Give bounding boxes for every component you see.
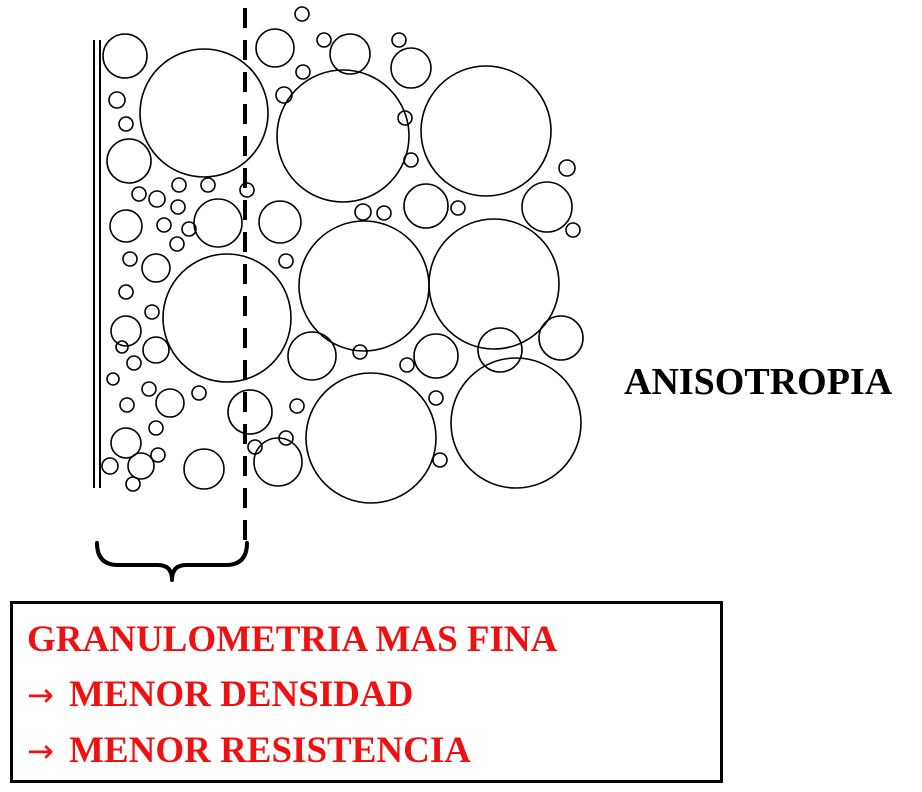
callout-text-densidad: MENOR DENSIDAD — [69, 674, 414, 715]
anisotropia-label: ANISOTROPIA — [624, 361, 893, 403]
particle-circle — [118, 284, 134, 300]
particle-circle — [193, 198, 243, 248]
particle-circle — [278, 253, 294, 269]
particle-circle — [118, 116, 134, 132]
particle-circle — [305, 372, 437, 504]
particle-circle — [253, 437, 303, 487]
particle-circle — [148, 420, 164, 436]
particle-circle — [106, 138, 152, 184]
particle-circle — [170, 199, 186, 215]
particle-circle — [139, 48, 269, 178]
particle-circle — [450, 200, 466, 216]
particle-circle — [191, 385, 207, 401]
particle-circle — [403, 152, 419, 168]
particle-circle — [352, 344, 368, 360]
wall — [93, 40, 101, 488]
particle-circle — [538, 315, 584, 361]
particle-circle — [428, 218, 560, 350]
particle-circle — [162, 253, 292, 383]
particle-circle — [106, 372, 120, 386]
callout-line-densidad: → MENOR DENSIDAD — [27, 673, 413, 716]
particle-circle — [148, 190, 166, 208]
particle-circle — [125, 476, 141, 492]
particle-circle — [477, 327, 523, 373]
particle-circle — [287, 331, 337, 381]
particle-circle — [183, 448, 225, 490]
particle-circle — [101, 457, 119, 475]
particle-circle — [141, 253, 171, 283]
particle-circle — [521, 181, 573, 233]
particle-circle — [391, 32, 407, 48]
callout-box: GRANULOMETRIA MAS FINA → MENOR DENSIDAD →… — [10, 601, 723, 783]
callout-text-resistencia: MENOR RESISTENCIA — [69, 730, 471, 771]
particle-circle — [171, 177, 187, 193]
callout-line-resistencia: → MENOR RESISTENCIA — [27, 729, 471, 772]
particle-circle — [110, 427, 142, 459]
particle-circle — [450, 357, 582, 489]
particle-circle — [298, 220, 430, 352]
particle-circle — [289, 398, 305, 414]
particle-circle — [565, 222, 581, 238]
soil-particles — [101, 6, 584, 504]
particle-circle — [144, 304, 160, 320]
particle-circle — [115, 340, 129, 354]
particle-circle — [126, 355, 142, 371]
particle-circle — [150, 447, 166, 463]
particle-circle — [376, 205, 392, 221]
particle-circle — [142, 336, 170, 364]
particle-circle — [558, 159, 576, 177]
particle-circle — [200, 177, 216, 193]
particle-circle — [413, 333, 459, 379]
particle-circle — [397, 110, 413, 126]
particle-circle — [141, 381, 157, 397]
particle-circle — [181, 221, 197, 237]
particle-circle — [295, 64, 311, 80]
brace — [95, 541, 249, 582]
particle-circle — [316, 32, 332, 48]
particle-circle — [428, 390, 444, 406]
particle-circle — [276, 69, 410, 203]
particle-circle — [119, 397, 135, 413]
particle-circle — [131, 186, 147, 202]
particle-circle — [110, 315, 142, 347]
particle-circle — [255, 28, 295, 68]
particle-circle — [275, 86, 293, 104]
particle-circle — [156, 217, 172, 233]
particle-circle — [127, 452, 155, 480]
particle-circle — [354, 203, 372, 221]
particle-circle — [169, 236, 185, 252]
particle-circle — [155, 388, 185, 418]
particle-circle — [399, 357, 415, 373]
particle-circle — [403, 183, 449, 229]
particle-circle — [102, 33, 148, 79]
right-arrow-icon: → — [27, 732, 54, 770]
right-arrow-icon: → — [27, 676, 54, 714]
particle-circle — [294, 6, 310, 22]
particle-circle — [227, 389, 273, 435]
callout-line-granulometria: GRANULOMETRIA MAS FINA — [27, 619, 558, 660]
particle-circle — [420, 65, 552, 197]
particle-circle — [247, 439, 263, 455]
particle-circle — [109, 209, 143, 243]
particle-circle — [278, 430, 294, 446]
particle-circle — [258, 200, 302, 244]
particle-circle — [329, 33, 371, 75]
particle-circle — [108, 91, 126, 109]
particle-circle — [432, 452, 448, 468]
particle-circle — [122, 251, 138, 267]
particle-circle — [390, 47, 432, 89]
